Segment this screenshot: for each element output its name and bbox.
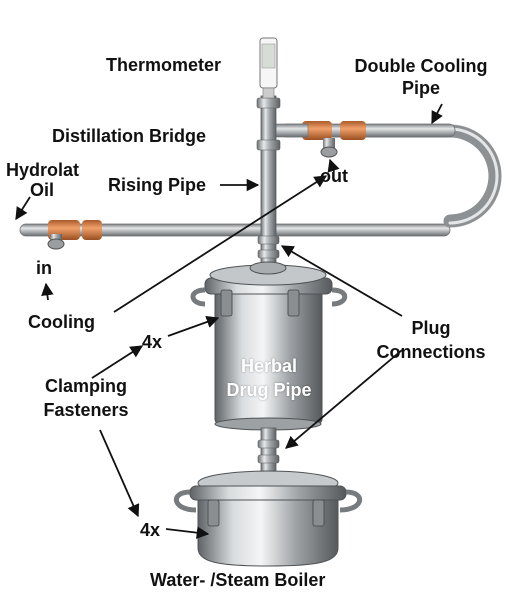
label-fastener-count-top: 4x — [142, 332, 163, 352]
boiler-body — [197, 487, 339, 567]
label-clamping-fasteners-line1: Clamping — [44, 376, 127, 396]
label-rising-pipe: Rising Pipe — [108, 175, 207, 195]
label-double-cooling-pipe-line1: Double Cooling — [354, 56, 488, 76]
label-plug-connections-line2: Connections — [376, 342, 486, 362]
label-clamping-fasteners: Clamping Fasteners — [30, 376, 142, 420]
annotation-arrows — [15, 103, 443, 539]
arrow-4x-top — [167, 315, 220, 337]
arrow-out — [327, 158, 340, 173]
label-cooling: Cooling — [28, 312, 95, 332]
arrow-in — [41, 282, 54, 301]
arrow-hydrolat — [15, 196, 31, 221]
label-herbal-drug-pipe: Herbal Drug Pipe — [204, 356, 334, 400]
label-plug-connections: Plug Connections — [356, 318, 506, 362]
lower-cooling-pipe — [19, 223, 451, 237]
label-hydrolat: Hydrolat — [6, 160, 80, 180]
boiler-clamp-2 — [312, 499, 325, 527]
copper-fitting-upper-right — [340, 121, 366, 140]
label-herbal-drug-pipe-line1: Herbal — [240, 356, 298, 376]
label-oil: Oil — [30, 180, 55, 200]
arrow-4x-bottom — [165, 526, 210, 539]
label-in: in — [36, 258, 52, 278]
upper-clamp-2 — [287, 289, 300, 317]
arrow-double-cooling — [431, 103, 443, 125]
label-herbal-drug-pipe-line2: Drug Pipe — [226, 380, 312, 400]
label-double-cooling-pipe: Double Cooling Pipe — [336, 56, 506, 98]
label-double-cooling-pipe-line2: Pipe — [401, 78, 440, 98]
label-plug-connections-line1: Plug — [411, 318, 451, 338]
copper-fitting-upper-left — [302, 121, 332, 140]
u-bend — [323, 124, 502, 228]
arrow-clamping-bottom — [99, 429, 140, 518]
upper-pot-handle-right — [331, 287, 348, 307]
arrow-cooling — [113, 175, 328, 313]
label-clamping-fasteners-line2: Fasteners — [43, 400, 129, 420]
label-out: out — [320, 166, 348, 186]
arrow-plug-top — [280, 245, 403, 317]
arrow-plug-bottom — [285, 349, 403, 449]
upper-pot-handle-left — [190, 287, 206, 307]
boiler-clamp-1 — [207, 499, 220, 527]
label-distillation-bridge: Distillation Bridge — [52, 126, 207, 146]
boiler-handle-left — [174, 489, 197, 513]
copper-fitting-lower-right — [82, 220, 102, 240]
arrow-clamping-top — [91, 345, 144, 379]
out-nozzle — [320, 146, 338, 158]
label-thermometer: Thermometer — [106, 55, 222, 75]
boiler-handle-right — [339, 489, 362, 513]
lower-connector-pipe — [260, 427, 277, 479]
label-water-steam-boiler: Water- /Steam Boiler — [150, 570, 326, 590]
label-fastener-count-bottom: 4x — [140, 520, 161, 540]
upper-clamp-1 — [220, 289, 233, 317]
in-nozzle — [47, 238, 65, 250]
